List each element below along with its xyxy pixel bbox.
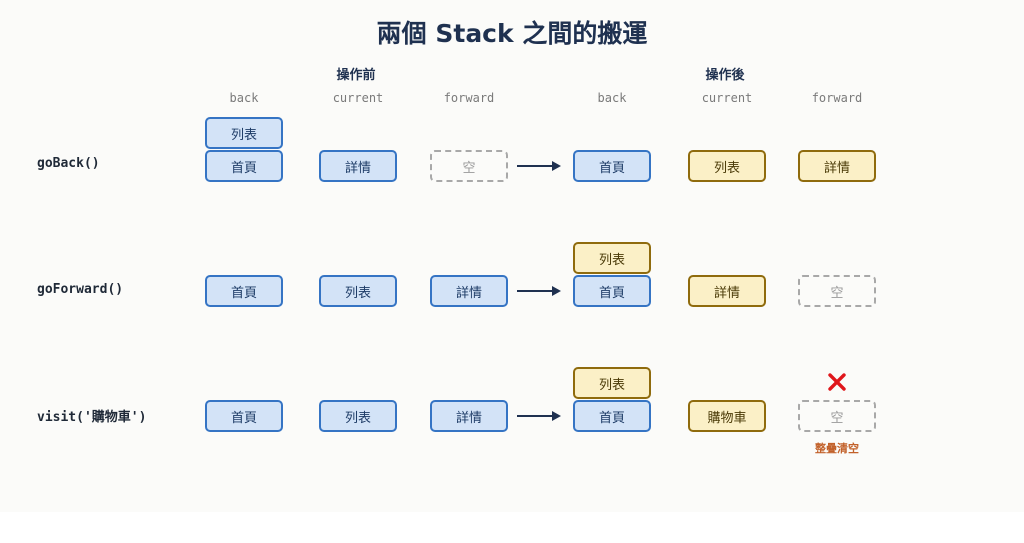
after-current-header: current — [701, 91, 753, 105]
forward-cleared-note: 整疊清空 — [815, 442, 859, 455]
goforward-after-back-top: 列表 — [573, 242, 651, 274]
goback-before-current: 詳情 — [319, 150, 397, 182]
goforward-arrow-icon — [517, 286, 561, 296]
goforward-after-current: 詳情 — [688, 275, 766, 307]
goback-after-forward: 詳情 — [798, 150, 876, 182]
goback-before-back-bottom: 首頁 — [205, 150, 283, 182]
goforward-after-back-bottom: 首頁 — [573, 275, 651, 307]
before-current-header: current — [332, 91, 384, 105]
diagram-canvas: 兩個 Stack 之間的搬運 操作前 操作後 back current forw… — [37, 19, 876, 455]
visit-before-forward: 詳情 — [430, 400, 508, 432]
goforward-before-forward: 詳情 — [430, 275, 508, 307]
visit-after-back-top: 列表 — [573, 367, 651, 399]
visit-after-back-bottom: 首頁 — [573, 400, 651, 432]
goback-before-forward-empty: 空 — [430, 150, 508, 182]
row-label-goback: goBack() — [37, 156, 100, 171]
diagram-title: 兩個 Stack 之間的搬運 — [376, 19, 648, 48]
visit-before-current: 列表 — [319, 400, 397, 432]
row-label-visit: visit('購物車') — [37, 410, 147, 425]
visit-after-forward-empty: 空 — [798, 400, 876, 432]
before-group-header: 操作前 — [336, 68, 376, 83]
goforward-after-forward-empty: 空 — [798, 275, 876, 307]
row-label-goforward: goForward() — [37, 282, 124, 297]
goback-arrow-icon — [517, 161, 561, 171]
goback-after-current: 列表 — [688, 150, 766, 182]
cross-icon — [828, 373, 846, 391]
goforward-before-back: 首頁 — [205, 275, 283, 307]
visit-arrow-icon — [517, 411, 561, 421]
after-group-header: 操作後 — [705, 68, 745, 83]
visit-after-current: 購物車 — [688, 400, 766, 432]
before-forward-header: forward — [443, 91, 495, 105]
before-back-header: back — [229, 91, 259, 105]
goback-before-back-top: 列表 — [205, 117, 283, 149]
goforward-before-current: 列表 — [319, 275, 397, 307]
after-forward-header: forward — [811, 91, 863, 105]
goback-after-back: 首頁 — [573, 150, 651, 182]
after-back-header: back — [597, 91, 627, 105]
visit-before-back: 首頁 — [205, 400, 283, 432]
